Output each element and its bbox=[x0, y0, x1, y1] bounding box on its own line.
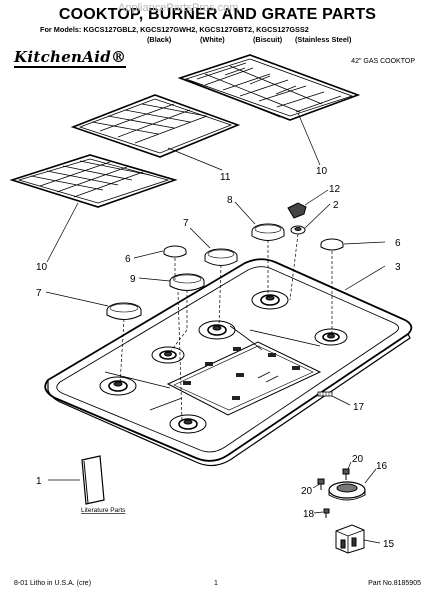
models-line: For Models: KGCS127GBL2, KGCS127GWH2, KG… bbox=[40, 25, 309, 34]
leader-lines bbox=[45, 112, 386, 544]
screws-20 bbox=[317, 468, 350, 490]
igniter-parts bbox=[287, 202, 307, 235]
screw-18 bbox=[323, 508, 330, 518]
callout-20-right: 20 bbox=[352, 454, 364, 465]
footer-litho: 8-01 Litho in U.S.A. (cre) bbox=[14, 580, 92, 587]
part-15-valve bbox=[335, 524, 365, 554]
footer-page: 1 bbox=[214, 580, 218, 587]
callout-7-lower: 7 bbox=[36, 288, 42, 299]
callout-3: 3 bbox=[395, 262, 401, 273]
callout-20-left: 20 bbox=[301, 486, 313, 497]
callout-18: 18 bbox=[303, 509, 315, 520]
color-white: (White) bbox=[200, 35, 225, 44]
callout-6-right: 6 bbox=[395, 238, 401, 249]
callout-15: 15 bbox=[383, 539, 395, 550]
callout-10-right: 10 bbox=[316, 166, 328, 177]
literature-label: Literature Parts bbox=[81, 507, 126, 514]
callout-numbers: 1 3 6 6 7 7 8 9 10 10 11 12 2 15 16 17 1… bbox=[36, 166, 401, 550]
burner-cap-6-right bbox=[320, 238, 344, 251]
grate-middle bbox=[70, 94, 241, 158]
burner-cap-8 bbox=[251, 223, 285, 241]
part-16-burner-base bbox=[328, 481, 366, 501]
model-description: 42" GAS COOKTOP bbox=[351, 58, 415, 65]
callout-17: 17 bbox=[353, 402, 365, 413]
callout-9: 9 bbox=[130, 274, 136, 285]
literature-booklet bbox=[81, 455, 105, 505]
callout-12: 12 bbox=[329, 184, 341, 195]
part-17 bbox=[317, 391, 333, 397]
grate-left bbox=[9, 154, 178, 208]
callout-7-upper: 7 bbox=[183, 218, 189, 229]
callout-16: 16 bbox=[376, 461, 388, 472]
brand-logo: KitchenAid® bbox=[14, 48, 127, 66]
color-biscuit: (Biscuit) bbox=[253, 35, 283, 44]
callout-10-left: 10 bbox=[36, 262, 48, 273]
callout-1: 1 bbox=[36, 476, 42, 487]
cooktop-surface bbox=[44, 258, 413, 467]
callout-2: 2 bbox=[333, 200, 339, 211]
callout-8: 8 bbox=[227, 195, 233, 206]
color-stainless: (Stainless Steel) bbox=[295, 35, 352, 44]
callout-6-left: 6 bbox=[125, 254, 131, 265]
burner-caps bbox=[106, 223, 344, 320]
logo-underline bbox=[14, 66, 126, 68]
burner-cap-7-lower bbox=[106, 302, 142, 320]
color-black: (Black) bbox=[147, 35, 172, 44]
callout-11: 11 bbox=[220, 172, 231, 183]
burner-cap-6-left bbox=[163, 245, 187, 258]
grate-right bbox=[177, 54, 361, 121]
watermark: AppliancePartsPros.com bbox=[118, 2, 239, 14]
page-title: COOKTOP, BURNER AND GRATE PARTS bbox=[58, 6, 377, 23]
burner-cap-9 bbox=[169, 273, 205, 291]
footer-part-no: Part No.8185905 bbox=[368, 580, 421, 587]
burner-cap-7-upper bbox=[204, 248, 238, 266]
